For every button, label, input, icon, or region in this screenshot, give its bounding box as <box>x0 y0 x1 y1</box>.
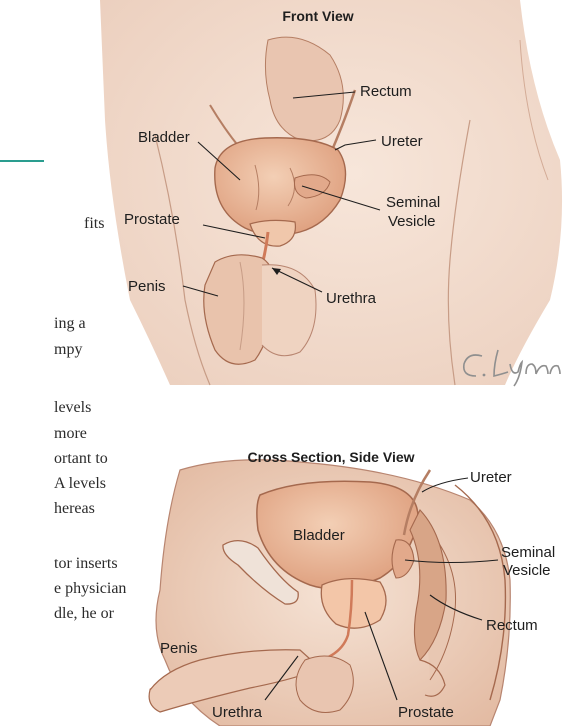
front-view: Front View Rectum Bladder Ureter Seminal… <box>100 0 562 386</box>
side-label-rectum: Rectum <box>486 617 538 634</box>
cross-section-view: Cross Section, Side View Ureter Bladder … <box>149 449 555 726</box>
side-label-bladder: Bladder <box>293 527 345 544</box>
front-view-title: Front View <box>282 8 353 24</box>
front-label-rectum: Rectum <box>360 83 412 100</box>
front-label-penis: Penis <box>128 278 166 295</box>
front-label-seminal-2: Vesicle <box>388 213 436 230</box>
front-label-ureter: Ureter <box>381 133 423 150</box>
front-label-seminal-1: Seminal <box>386 194 440 211</box>
side-label-seminal-2: Vesicle <box>503 562 551 579</box>
side-label-urethra: Urethra <box>212 704 263 721</box>
front-label-bladder: Bladder <box>138 129 190 146</box>
side-label-seminal-1: Seminal <box>501 544 555 561</box>
side-label-ureter: Ureter <box>470 469 512 486</box>
side-label-prostate: Prostate <box>398 704 454 721</box>
cross-section-title: Cross Section, Side View <box>247 449 414 465</box>
front-label-prostate: Prostate <box>124 211 180 228</box>
front-label-urethra: Urethra <box>326 290 377 307</box>
side-label-penis: Penis <box>160 640 198 657</box>
